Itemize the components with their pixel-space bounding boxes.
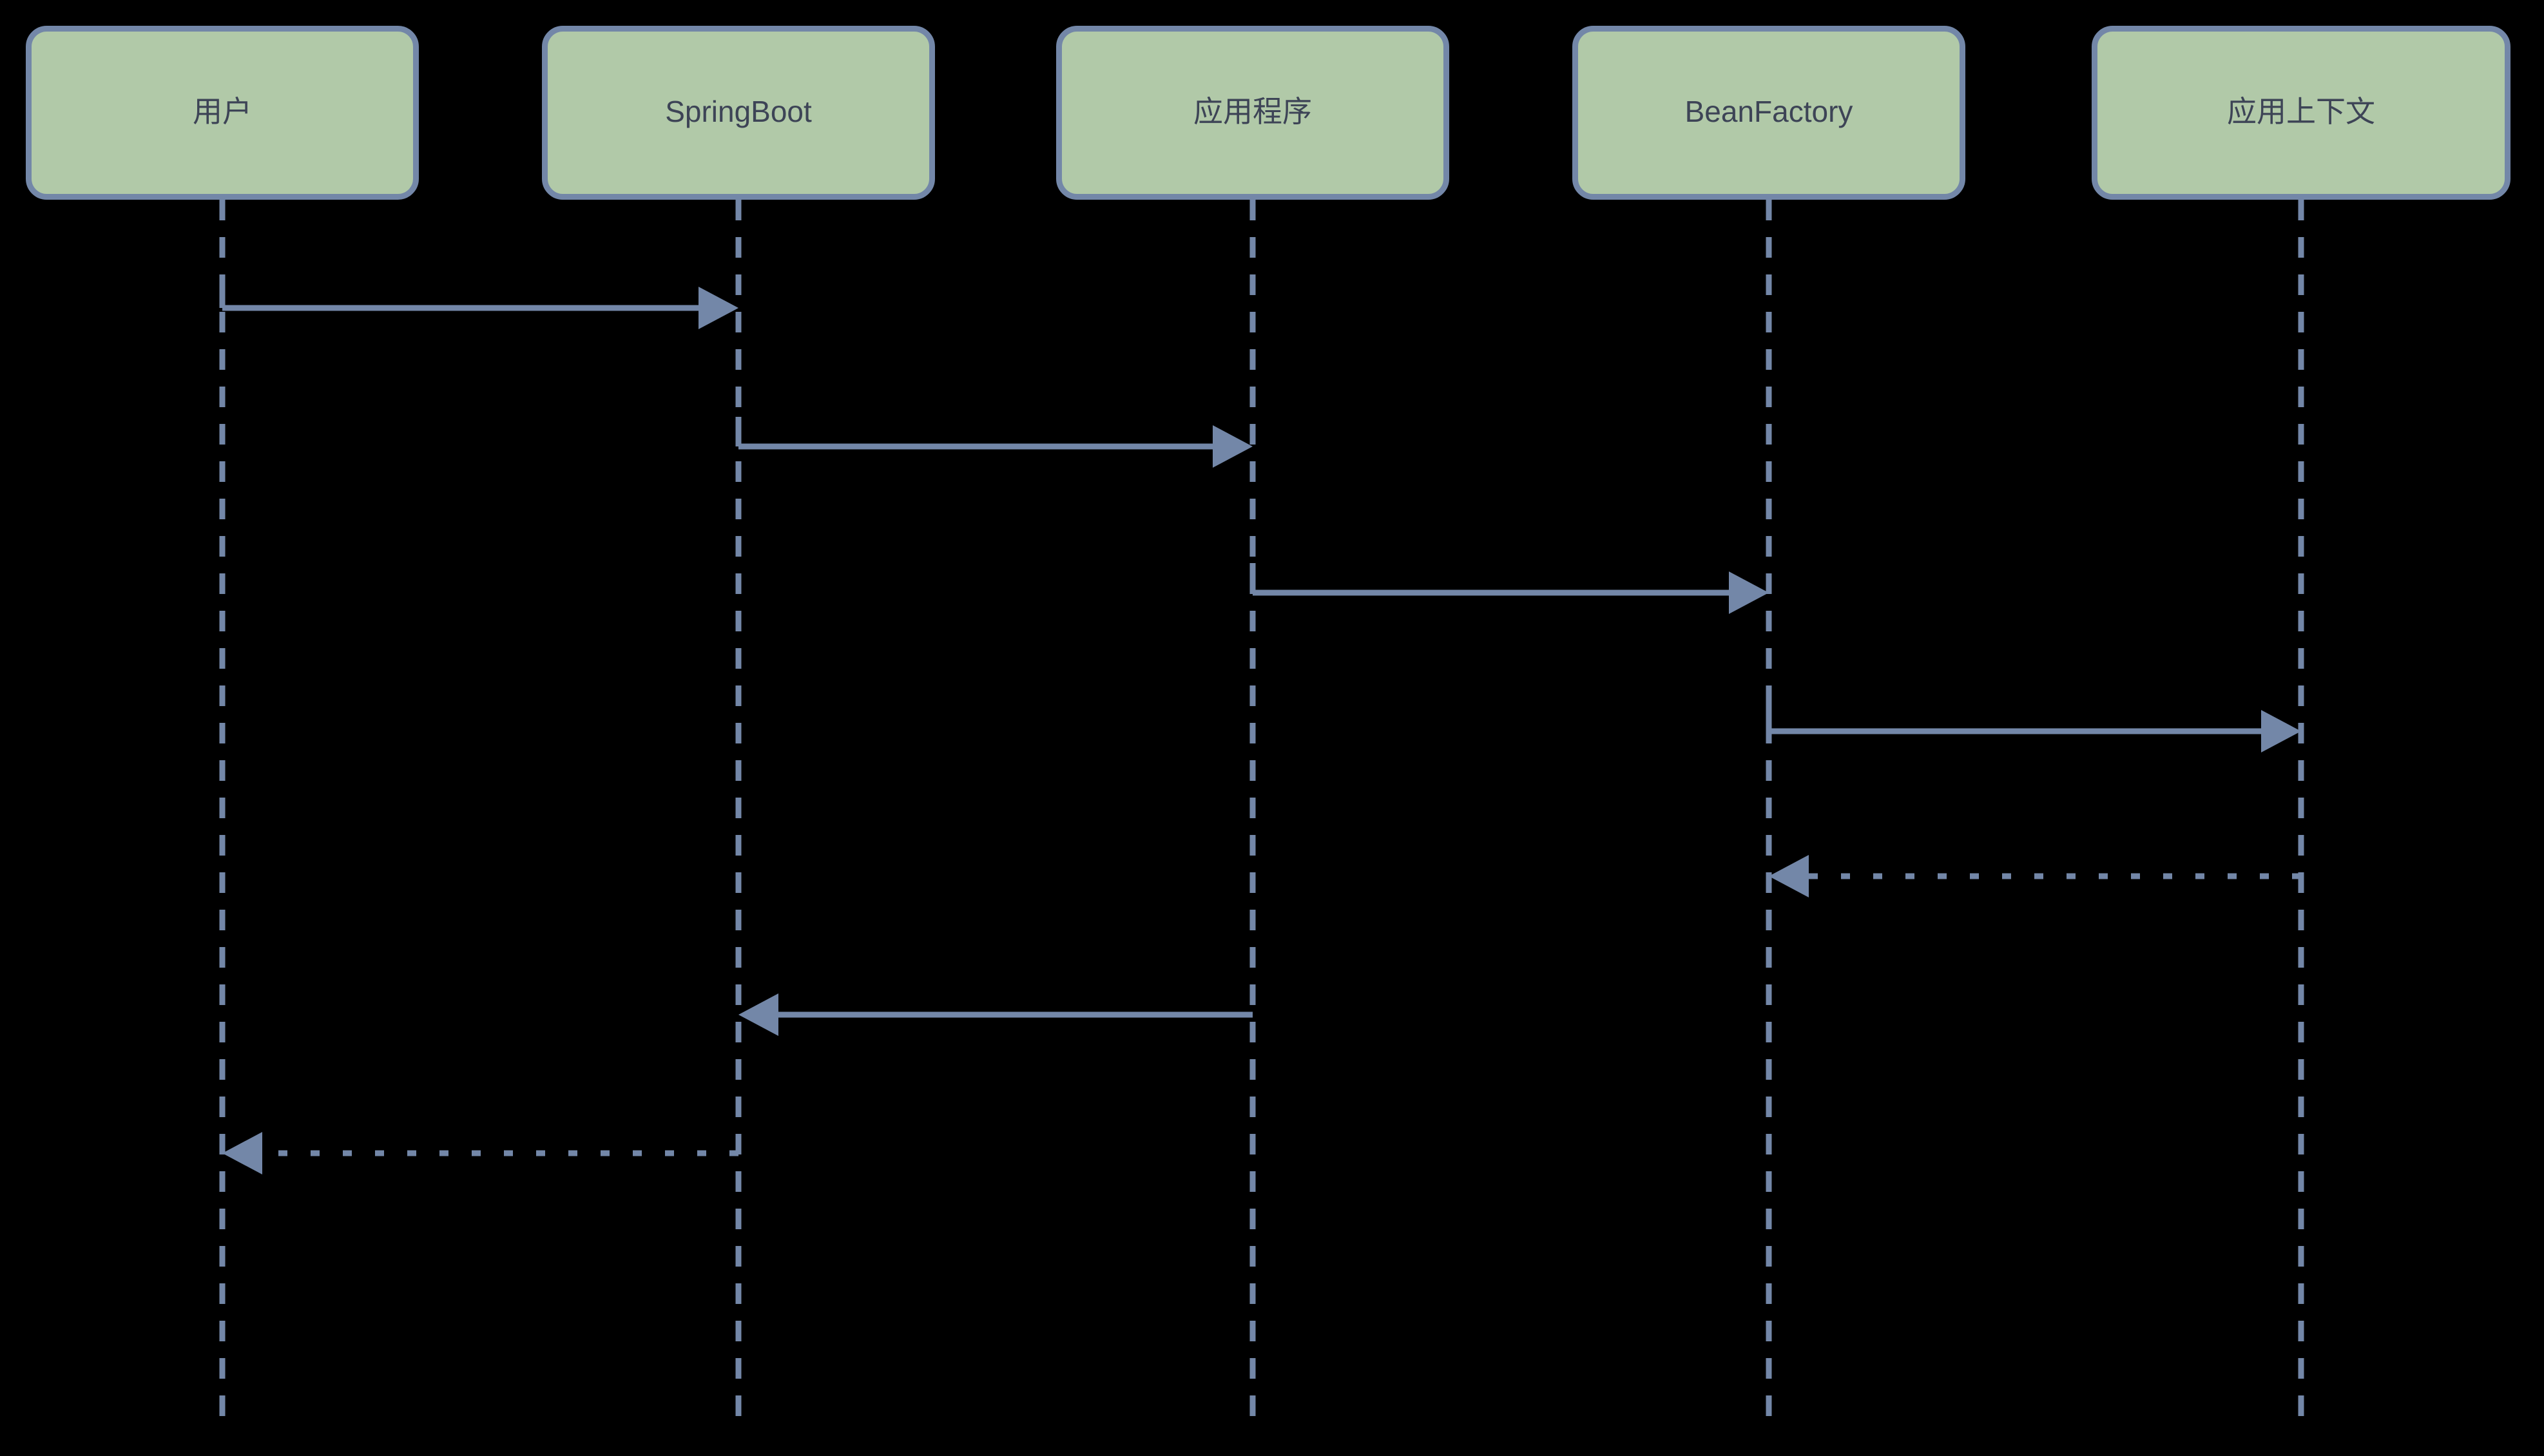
message-6-arrowhead [738, 993, 778, 1036]
participant-box-bf[interactable] [1572, 26, 1965, 200]
participant-bf[interactable]: BeanFactory [1572, 26, 1965, 200]
message-4-bf-to-ctx [1766, 702, 2301, 752]
participant-label-bf: BeanFactory [1685, 95, 1853, 128]
participants-layer: 用户 SpringBoot 应用程序 BeanFactory 应用上下文 [26, 26, 2510, 200]
message-3-app-to-bf [1249, 563, 1769, 614]
participant-box-sb[interactable] [542, 26, 935, 200]
participant-ctx[interactable]: 应用上下文 [2092, 26, 2510, 200]
participant-box-ctx[interactable] [2092, 26, 2510, 200]
message-4-arrowhead [2261, 710, 2301, 752]
message-1-arrowhead [699, 287, 738, 329]
participant-label-sb: SpringBoot [665, 95, 812, 128]
message-7-arrowhead [222, 1132, 262, 1174]
message-6-app-to-sb [738, 993, 1253, 1036]
message-2-arrowhead [1213, 425, 1253, 468]
message-7-sb-to-user [222, 1132, 738, 1174]
lifelines-layer [219, 200, 2304, 1427]
participant-box-app[interactable] [1056, 26, 1449, 200]
message-2-sb-to-app [735, 417, 1253, 468]
message-1-user-to-sb [219, 278, 738, 329]
participant-label-ctx: 应用上下文 [2227, 95, 2375, 128]
messages-layer [219, 278, 2301, 1174]
participant-app[interactable]: 应用程序 [1056, 26, 1449, 200]
participant-label-app: 应用程序 [1193, 95, 1312, 128]
participant-user[interactable]: 用户 [26, 26, 419, 200]
participant-sb[interactable]: SpringBoot [542, 26, 935, 200]
message-5-ctx-to-bf [1769, 855, 2301, 897]
message-5-arrowhead [1769, 855, 1809, 897]
message-3-arrowhead [1729, 571, 1769, 614]
participant-label-user: 用户 [193, 95, 252, 128]
participant-box-user[interactable] [26, 26, 419, 200]
